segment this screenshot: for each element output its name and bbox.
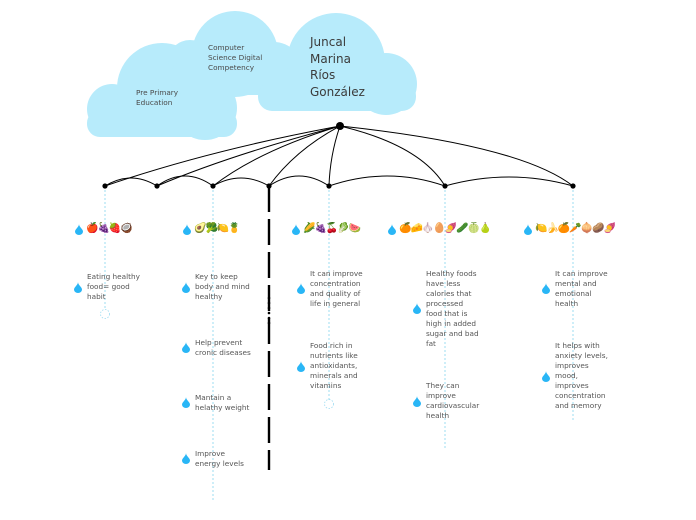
handle-dots [267,296,271,325]
benefit-text: It can improve concentration and quality… [310,269,363,308]
water-drop-icon [297,361,305,372]
water-drop-icon [542,371,550,382]
cloud-label-author: Juncal Marina Ríos González [310,35,365,99]
water-drop-icon [297,283,305,294]
food-emoji-row: 🌽🍇🍒🥬🍉 [303,223,361,234]
water-drop-icon [182,453,190,464]
cloud-label-computer-science: Computer Science Digital Competency [208,43,263,72]
water-drop-icon [542,283,550,294]
umbrella-nodes [102,122,576,189]
water-drop-icon [183,224,191,235]
food-emoji-row: 🍋🍌🍊🥕🧅🥔🍠 [535,223,616,234]
water-drop-icon [74,282,82,293]
benefit-text: It helps with anxiety levels, improves m… [555,341,608,410]
water-drop-icon [182,342,190,353]
food-emoji-row: 🍎🍇🍓🥥 [86,223,133,234]
benefit-text: Eating healthy food= good habit [87,272,140,301]
umbrella-canopy [104,175,574,187]
benefit-text: They can improve cardiovascular health [426,381,480,420]
benefit-text: Improve energy levels [195,449,244,468]
water-drop-icon [524,224,532,235]
benefit-text: Food rich in nutrients like antioxidants… [310,341,358,390]
rain-lines [104,190,574,500]
benefit-text: Help prevent cronic diseases [195,338,251,357]
rain-end-circle [100,309,110,319]
water-drop-icon [182,397,190,408]
benefit-text: It can improve mental and emotional heal… [555,269,608,308]
water-drop-icon [413,303,421,314]
water-drop-icon [182,282,190,293]
food-emoji-row: 🍊🧀🧄🥚🍠🥒🍈🍐 [399,223,492,234]
water-drop-icon [388,224,396,235]
umbrella-spokes [104,125,574,187]
rain-end-circle [324,399,334,409]
benefit-text: Key to keep body and mind healthy [195,272,250,301]
water-drop-icon [292,224,300,235]
water-drop-icon [413,396,421,407]
food-emoji-row: 🥑🥦🍋🍍 [194,223,241,234]
cloud-label-pre-primary: Pre Primary Education [136,88,179,107]
water-drop-icon [75,224,83,235]
benefit-text: Healthy foods have less calories that pr… [426,269,479,348]
cloud-author[interactable] [258,13,417,115]
benefit-text: Mantain a helathy weight [195,393,250,412]
